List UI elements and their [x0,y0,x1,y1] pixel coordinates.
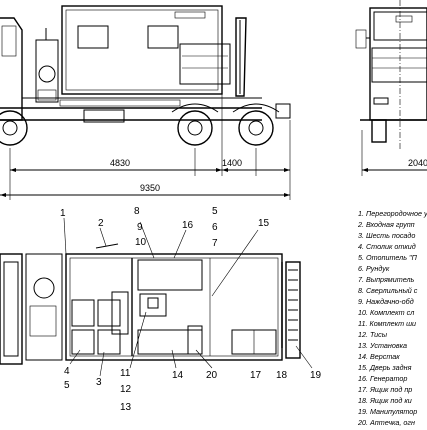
legend-item-5: 5. Отопитель "П [358,253,418,262]
front-view: 2040 [355,0,427,176]
callout-7: 7 [212,238,218,249]
legend-item-19: 19. Манипулятор [358,407,417,416]
legend-item-15: 15. Дверь задня [358,363,412,372]
callout-5: 5 [212,206,218,217]
legend-item-14: 14. Верстак [358,352,400,361]
callout-1: 1 [60,208,66,219]
dimension-body-length: 4830 [110,158,130,168]
legend-item-3: 3. Шесть посадо [358,231,415,240]
legend-item-16: 16. Генератор [358,374,407,383]
legend-item-4: 4. Столик откид [358,242,416,251]
legend-item-9: 9. Наждачно-обд [358,297,414,306]
dimension-overall-length: 9350 [140,183,160,193]
callout-8: 8 [134,206,140,217]
legend-item-6: 6. Рундук [358,264,390,273]
legend-item-1: 1. Перегородочное у [358,209,427,218]
legend-item-17: 17. Ящик под пр [358,385,412,394]
callout-13: 13 [120,402,132,413]
callout-9: 9 [137,222,143,233]
legend-item-20: 20. Аптечка, огн [357,418,415,427]
dimension-width: 2040 [408,158,427,168]
callout-10: 10 [135,237,147,248]
callout-2: 2 [98,218,104,229]
legend: 1. Перегородочное у 2. Входная групп 3. … [357,209,427,427]
side-view [0,5,291,146]
callout-17: 17 [250,370,262,381]
callout-15: 15 [258,218,270,229]
plan-view [0,243,301,365]
legend-item-12: 12. Тисы [358,330,388,339]
callout-20: 20 [206,370,218,381]
legend-item-18: 18. Ящик под ки [358,396,412,405]
callout-18: 18 [276,370,288,381]
dimension-rear-overhang: 1400 [222,158,242,168]
callout-19: 19 [310,370,322,381]
side-dimensions: 4830 1400 9350 [0,94,291,200]
callout-4: 4 [64,366,70,377]
callout-6: 6 [212,222,218,233]
legend-item-11: 11. Комплект ши [358,319,416,328]
legend-item-7: 7. Выпрямитель [358,275,415,284]
callout-12: 12 [120,384,132,395]
legend-item-13: 13. Установка [358,341,407,350]
plan-callouts-top: 1 2 8 9 10 16 5 6 7 15 [60,206,270,297]
callout-11: 11 [120,368,131,379]
plan-callouts-bottom: 4 5 3 11 12 13 14 20 17 18 19 [64,311,322,413]
callout-16: 16 [182,220,194,231]
callout-3: 3 [96,377,102,388]
legend-item-2: 2. Входная групп [357,220,415,229]
callout-14: 14 [172,370,184,381]
legend-item-10: 10. Комплект сл [358,308,414,317]
legend-item-8: 8. Сверлильный с [358,286,418,295]
callout-5b: 5 [64,380,70,391]
